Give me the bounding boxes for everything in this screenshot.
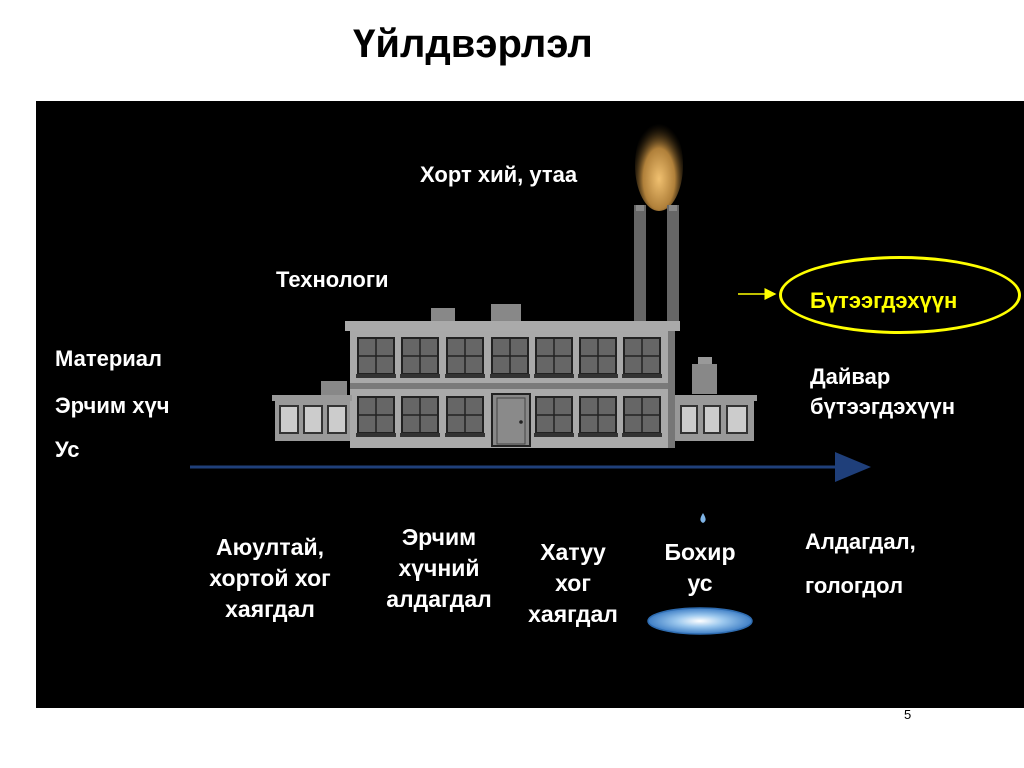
losses-line-1: Алдагдал, [805, 529, 916, 554]
input-water: Ус [55, 437, 80, 462]
emissions-label: Хорт хий, утаа [420, 162, 578, 187]
page-number: 5 [904, 707, 912, 722]
output-energy-loss: Эрчим хүчний алдагдал [368, 522, 510, 615]
output-hazardous-waste: Аюултай, хортой хог хаягдал [185, 532, 355, 625]
output-line: алдагдал [386, 586, 492, 613]
by-product-line-1: Дайвар [810, 364, 891, 389]
smoke-plume-icon [635, 119, 683, 211]
output-line: хортой хог [209, 565, 331, 592]
output-line: Бохир [664, 539, 736, 565]
input-material: Материал [55, 346, 163, 371]
by-product-label: Дайвар бүтээгдэхүүн [810, 362, 955, 421]
water-drop-icon [700, 513, 706, 523]
output-line: хаягдал [225, 596, 315, 623]
output-line: хүчний [398, 555, 480, 582]
output-wastewater: Бохир ус [645, 537, 755, 599]
output-line: хог [555, 570, 591, 597]
output-line: Эрчим [401, 524, 477, 550]
losses-label: Алдагдал, гологдол [805, 520, 916, 608]
output-line: ус [687, 570, 713, 597]
slide-title: Үйлдвэрлэл [353, 22, 593, 66]
losses-line-2: гологдол [805, 573, 904, 598]
product-highlight-ellipse [779, 256, 1021, 334]
factory-icon [272, 205, 757, 448]
output-solid-waste: Хатуу хог хаягдал [512, 537, 634, 630]
by-product-line-2: бүтээгдэхүүн [810, 393, 956, 419]
product-label: Бүтээгдэхүүн [810, 288, 958, 313]
technology-label: Технологи [276, 267, 389, 292]
input-energy: Эрчим хүч [55, 393, 170, 418]
output-line: Хатуу [540, 539, 606, 565]
water-puddle-icon [647, 607, 753, 635]
output-line: Аюултай, [216, 534, 324, 560]
output-line: хаягдал [528, 601, 618, 628]
